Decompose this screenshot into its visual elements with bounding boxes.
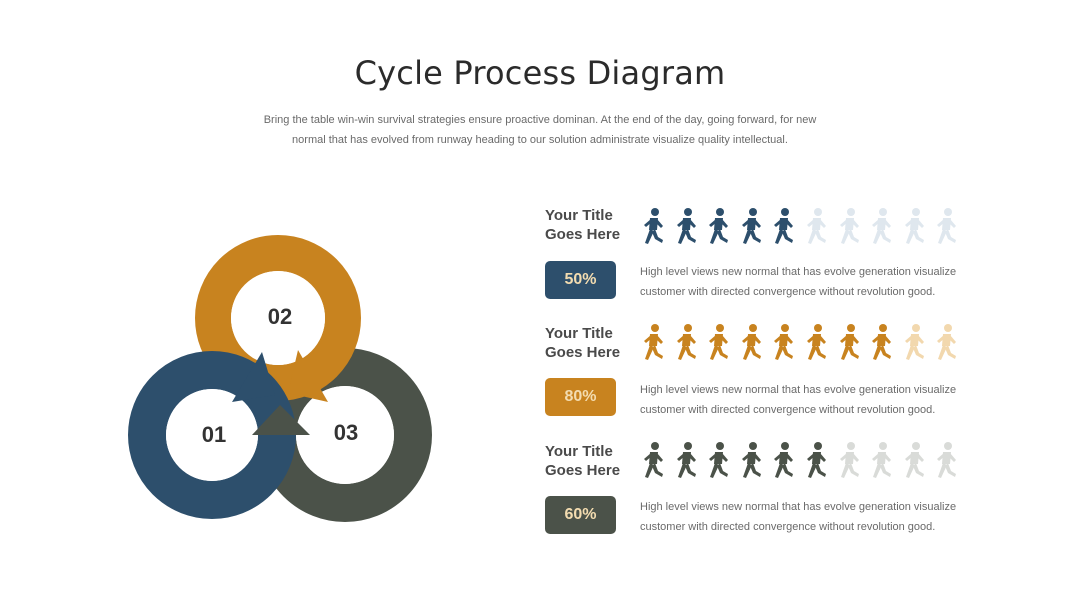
row-2-people xyxy=(638,322,968,362)
cycle-label-02: 02 xyxy=(268,304,292,329)
person-filled-icon xyxy=(671,206,699,246)
person-filled-icon xyxy=(768,440,796,480)
row-3-percent-badge: 60% xyxy=(545,496,616,534)
row-2-title: Your Title Goes Here xyxy=(545,325,621,361)
cycle-ring-02 xyxy=(195,235,361,401)
person-filled-icon xyxy=(801,322,829,362)
row-1-description: High level views new normal that has evo… xyxy=(640,266,957,298)
row-3-description: High level views new normal that has evo… xyxy=(640,501,957,533)
person-filled-icon xyxy=(671,322,699,362)
cycle-label-03: 03 xyxy=(334,420,358,445)
person-empty-icon xyxy=(866,440,894,480)
page-subtitle: Bring the table win-win survival strateg… xyxy=(263,114,817,146)
person-filled-icon xyxy=(638,206,666,246)
person-filled-icon xyxy=(834,322,862,362)
person-filled-icon xyxy=(768,322,796,362)
person-filled-icon xyxy=(638,322,666,362)
person-empty-icon xyxy=(834,206,862,246)
row-1-people xyxy=(638,206,968,246)
person-filled-icon xyxy=(736,206,764,246)
cycle-arrow-gray xyxy=(252,405,310,435)
cycle-arrow-blue xyxy=(232,352,275,402)
person-filled-icon xyxy=(703,206,731,246)
person-filled-icon xyxy=(866,322,894,362)
person-empty-icon xyxy=(834,440,862,480)
person-filled-icon xyxy=(703,322,731,362)
row-2-percent-badge: 80% xyxy=(545,378,616,416)
person-filled-icon xyxy=(736,440,764,480)
row-1-percent-badge: 50% xyxy=(545,261,616,299)
person-filled-icon xyxy=(768,206,796,246)
person-empty-icon xyxy=(899,322,927,362)
cycle-diagram: 01 02 03 xyxy=(128,235,432,522)
person-empty-icon xyxy=(931,322,959,362)
person-empty-icon xyxy=(931,440,959,480)
row-3-people xyxy=(638,440,968,480)
row-1-title: Your Title Goes Here xyxy=(545,207,621,243)
cycle-arrow-orange xyxy=(288,350,328,402)
person-filled-icon xyxy=(638,440,666,480)
person-filled-icon xyxy=(671,440,699,480)
cycle-label-01: 01 xyxy=(202,422,226,447)
person-filled-icon xyxy=(801,440,829,480)
person-filled-icon xyxy=(703,440,731,480)
person-empty-icon xyxy=(931,206,959,246)
person-empty-icon xyxy=(801,206,829,246)
person-empty-icon xyxy=(866,206,894,246)
row-2-description: High level views new normal that has evo… xyxy=(640,384,957,416)
page-title: Cycle Process Diagram xyxy=(354,54,726,92)
person-empty-icon xyxy=(899,440,927,480)
person-empty-icon xyxy=(899,206,927,246)
person-filled-icon xyxy=(736,322,764,362)
row-3-title: Your Title Goes Here xyxy=(545,443,621,479)
